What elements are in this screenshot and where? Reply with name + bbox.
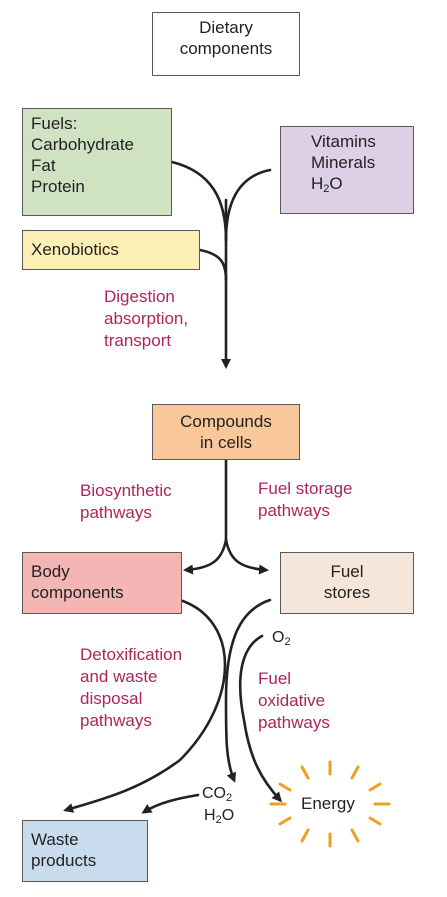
fuel-oxidative-label: Fuel oxidative pathways — [258, 669, 330, 732]
compounds-line-1: Compounds — [180, 412, 272, 431]
fuels-line-3: Fat — [31, 156, 56, 175]
waste-products-box: Waste products — [22, 820, 148, 882]
water-formula: H2O — [311, 174, 343, 195]
oxidation-arrow-1 — [224, 598, 272, 783]
dietary-line-1: Dietary — [199, 18, 253, 37]
biosynthetic-arrow — [183, 538, 228, 575]
oxygen-label: O2 — [272, 629, 291, 648]
energy-burst-icon — [269, 760, 391, 848]
dietary-components-box: Dietary components — [152, 12, 300, 76]
fuels-box: Fuels: Carbohydrate Fat Protein — [22, 108, 172, 216]
h2o-label: H2O — [204, 807, 235, 826]
xenobiotics-connector — [198, 248, 228, 282]
vitamins-box: Vitamins Minerals H2O — [280, 126, 414, 214]
fuel-stores-line-2: stores — [323, 583, 371, 602]
compounds-line-2: in cells — [200, 433, 252, 452]
fuels-line-2: Carbohydrate — [31, 135, 135, 154]
vitamins-connector — [224, 168, 272, 242]
co2-to-waste-arrow — [141, 793, 200, 814]
biosynthetic-label: Biosynthetic pathways — [80, 481, 172, 522]
fuel-stores-line-1: Fuel — [330, 562, 364, 581]
xenobiotics-box: Xenobiotics — [22, 230, 200, 270]
fuel-storage-label: Fuel storage pathways — [258, 479, 353, 520]
fuels-line-1: Fuels: — [31, 114, 78, 133]
oxidation-arrow-2 — [238, 634, 283, 803]
fuels-line-4: Protein — [31, 177, 85, 196]
compounds-in-cells-box: Compounds in cells — [152, 404, 300, 460]
waste-line-1: Waste — [31, 830, 79, 849]
dietary-line-2: components — [179, 39, 273, 58]
xenobiotics-label: Xenobiotics — [31, 240, 119, 259]
fuel-stores-box: Fuel stores — [280, 552, 414, 614]
detox-arrow — [63, 598, 227, 813]
digestion-label: Digestion absorption, transport — [104, 287, 189, 350]
energy-label: Energy — [301, 794, 355, 813]
body-line-1: Body — [31, 562, 70, 581]
waste-line-2: products — [31, 851, 97, 870]
fuel-storage-arrow — [224, 538, 269, 575]
body-components-box: Body components — [22, 552, 182, 614]
vitamins-line-2: Minerals — [311, 153, 376, 172]
body-line-2: components — [31, 583, 124, 602]
vitamins-line-1: Vitamins — [311, 132, 376, 151]
fuels-connector — [170, 160, 228, 242]
co2-label: CO2 — [202, 785, 233, 804]
detoxification-label: Detoxification and waste disposal pathwa… — [80, 645, 183, 730]
